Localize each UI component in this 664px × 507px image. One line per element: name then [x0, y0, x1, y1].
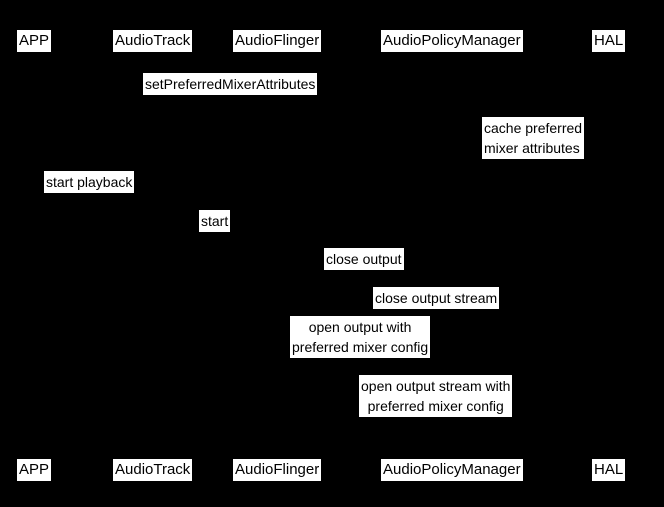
participant-label: APP — [19, 32, 50, 49]
participant-footer-hal: HAL — [592, 459, 626, 481]
participant-label: AudioPolicyManager — [383, 461, 521, 478]
participant-label: HAL — [594, 32, 624, 49]
arrow-cache-preferred-mixer-attributes — [457, 160, 482, 161]
message-close-output-stream: close output stream — [373, 287, 500, 309]
message-line: close output — [326, 251, 402, 267]
participant-header-hal: HAL — [592, 30, 626, 52]
lifeline-app — [35, 52, 36, 454]
arrow-start-playback — [35, 194, 156, 195]
participant-footer-app: APP — [17, 459, 52, 481]
message-start-playback: start playback — [44, 171, 135, 193]
message-close-output: close output — [324, 248, 404, 270]
message-line: preferred mixer config — [292, 339, 429, 355]
message-line: setPreferredMixerAttributes — [145, 76, 316, 92]
participant-label: APP — [19, 461, 50, 478]
participant-label: AudioTrack — [115, 461, 191, 478]
message-line: open output with — [308, 319, 412, 335]
arrow-open-output-with-preferred-mixer-config — [280, 359, 457, 360]
participant-footer-audiotrack: AudioTrack — [113, 459, 193, 481]
message-line: start playback — [46, 174, 133, 190]
lifeline-audiotrack — [156, 52, 157, 454]
participant-label: HAL — [594, 461, 624, 478]
lifeline-audioflinger — [280, 52, 281, 454]
message-line: close output stream — [375, 290, 498, 306]
participant-label: AudioTrack — [115, 32, 191, 49]
lifeline-hal — [609, 52, 610, 454]
participant-header-audiopolicymanager: AudioPolicyManager — [381, 30, 523, 52]
message-line: mixer attributes — [484, 140, 580, 156]
participant-label: AudioFlinger — [235, 32, 320, 49]
message-line: start — [201, 213, 229, 229]
arrow-close-output — [280, 271, 457, 272]
message-open-output-with-preferred-mixer-config: open output with preferred mixer config — [290, 316, 431, 358]
participant-label: AudioFlinger — [235, 461, 320, 478]
participant-header-audioflinger: AudioFlinger — [233, 30, 322, 52]
message-set-preferred-mixer-attributes: setPreferredMixerAttributes — [143, 73, 318, 95]
participant-label: AudioPolicyManager — [383, 32, 521, 49]
participant-footer-audioflinger: AudioFlinger — [233, 459, 322, 481]
message-line: open output stream with — [361, 378, 511, 394]
arrow-start — [156, 233, 280, 234]
participant-header-app: APP — [17, 30, 52, 52]
lifeline-audiopolicymanager — [457, 52, 458, 454]
arrow-close-output-stream — [457, 310, 609, 311]
message-line: cache preferred — [484, 120, 583, 136]
message-start: start — [199, 210, 231, 232]
message-open-output-stream-with-preferred-mixer-config: open output stream with preferred mixer … — [359, 375, 513, 417]
participant-footer-audiopolicymanager: AudioPolicyManager — [381, 459, 523, 481]
message-cache-preferred-mixer-attributes: cache preferred mixer attributes — [482, 117, 585, 159]
arrow-open-output-stream-with-preferred-mixer-config — [457, 418, 609, 419]
message-line: preferred mixer config — [367, 398, 504, 414]
arrow-set-preferred-mixer-attributes — [35, 96, 457, 97]
participant-header-audiotrack: AudioTrack — [113, 30, 193, 52]
